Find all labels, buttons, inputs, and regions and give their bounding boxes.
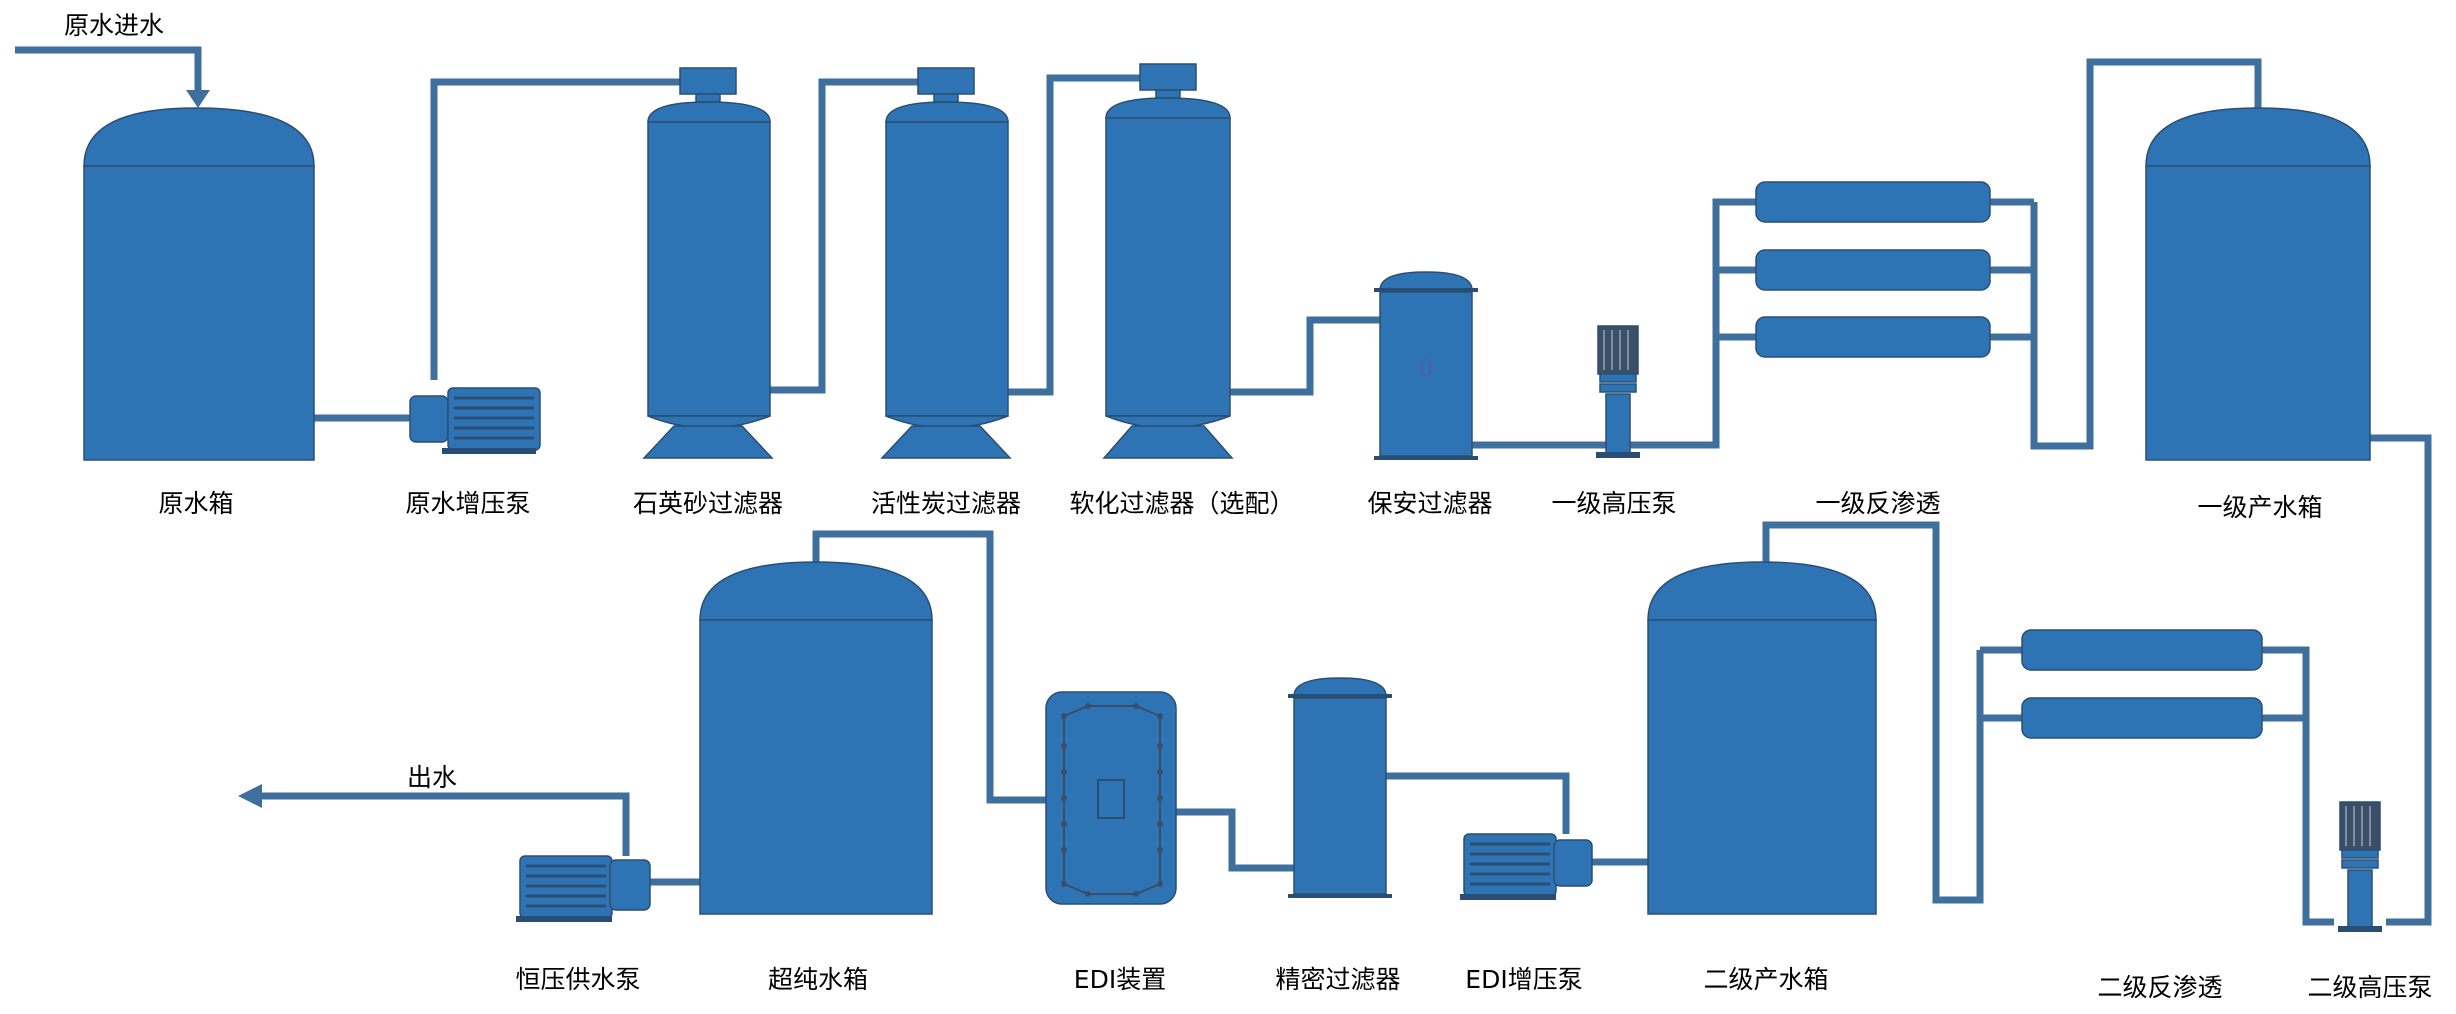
softening-filter — [1102, 63, 1234, 459]
pipe-ro2-to-tank2 — [1762, 521, 1984, 904]
labels: 原水进水 原水箱 原水增压泵 石英砂过滤器 活性炭过滤器 软化过滤器（选配） 保… — [64, 11, 2433, 1002]
label-primary-product-tank: 一级产水箱 — [2197, 493, 2322, 522]
primary-hp-pump-icon — [1596, 325, 1640, 458]
security-filter: 0 — [1374, 271, 1478, 460]
pipe-carbon-to-softener — [1006, 74, 1140, 396]
pipe-pump-to-quartz — [430, 78, 680, 380]
pipe-precision-to-edi — [1176, 808, 1294, 872]
label-activated-carbon-filter: 活性炭过滤器 — [871, 489, 1021, 518]
edi-booster-pump-icon — [1460, 833, 1593, 900]
pipe-quartz-to-carbon — [770, 78, 918, 394]
outlet-arrow-icon — [238, 784, 262, 808]
secondary-hp-pump-icon — [2338, 801, 2382, 932]
pipes — [15, 46, 2432, 926]
pipe-ro1-to-tank1 — [2030, 58, 2262, 450]
label-precision-filter: 精密过滤器 — [1275, 965, 1400, 994]
label-primary-hp-pump: 一级高压泵 — [1551, 489, 1676, 518]
precision-filter — [1288, 677, 1392, 898]
raw-water-booster-pump-icon — [409, 387, 541, 454]
ultrapure-water-tank — [699, 561, 933, 915]
label-secondary-product-tank: 二级产水箱 — [1703, 965, 1828, 994]
secondary-ro-membranes — [2021, 629, 2263, 739]
primary-ro-membranes — [1755, 181, 1991, 358]
label-raw-water-tank: 原水箱 — [158, 489, 233, 518]
pipe-cp-pump-to-outlet — [258, 792, 630, 856]
label-raw-water-inlet: 原水进水 — [64, 11, 164, 40]
label-quartz-sand-filter: 石英砂过滤器 — [633, 489, 783, 518]
label-edi-booster-pump: EDI增压泵 — [1465, 965, 1582, 994]
pipe-softener-to-security — [1228, 316, 1380, 396]
label-ultrapure-tank: 超纯水箱 — [768, 965, 868, 994]
quartz-sand-filter — [642, 67, 774, 459]
pipe-tank1-to-hp-pump2 — [2368, 434, 2432, 926]
inlet-arrow-icon — [186, 90, 210, 108]
pipe-hp-pump2-to-ro2 — [2262, 646, 2334, 926]
pipe-inlet — [15, 46, 202, 92]
activated-carbon-filter — [880, 67, 1012, 459]
edi-device — [1045, 691, 1177, 905]
label-secondary-hp-pump: 二级高压泵 — [2307, 973, 2432, 1002]
label-primary-ro: 一级反渗透 — [1815, 489, 1940, 518]
secondary-product-tank — [1647, 561, 1877, 915]
label-raw-water-booster-pump: 原水增压泵 — [405, 489, 530, 518]
pipe-hp-pump-to-ro1-manifold — [1640, 198, 1756, 449]
security-filter-mark: 0 — [1418, 354, 1433, 382]
raw-water-tank — [83, 107, 315, 461]
label-edi-device: EDI装置 — [1074, 965, 1166, 994]
label-water-outlet: 出水 — [407, 763, 457, 792]
label-secondary-ro: 二级反渗透 — [2097, 973, 2222, 1002]
label-constant-pressure-pump: 恒压供水泵 — [515, 965, 640, 994]
primary-product-tank — [2145, 107, 2371, 461]
label-security-filter: 保安过滤器 — [1367, 489, 1492, 518]
pipe-edi-to-ultrapure — [812, 530, 1046, 804]
constant-pressure-pump-icon — [516, 855, 651, 922]
pipe-edi-pump-to-precision — [1386, 772, 1570, 834]
label-softening-filter: 软化过滤器（选配） — [1069, 489, 1294, 518]
